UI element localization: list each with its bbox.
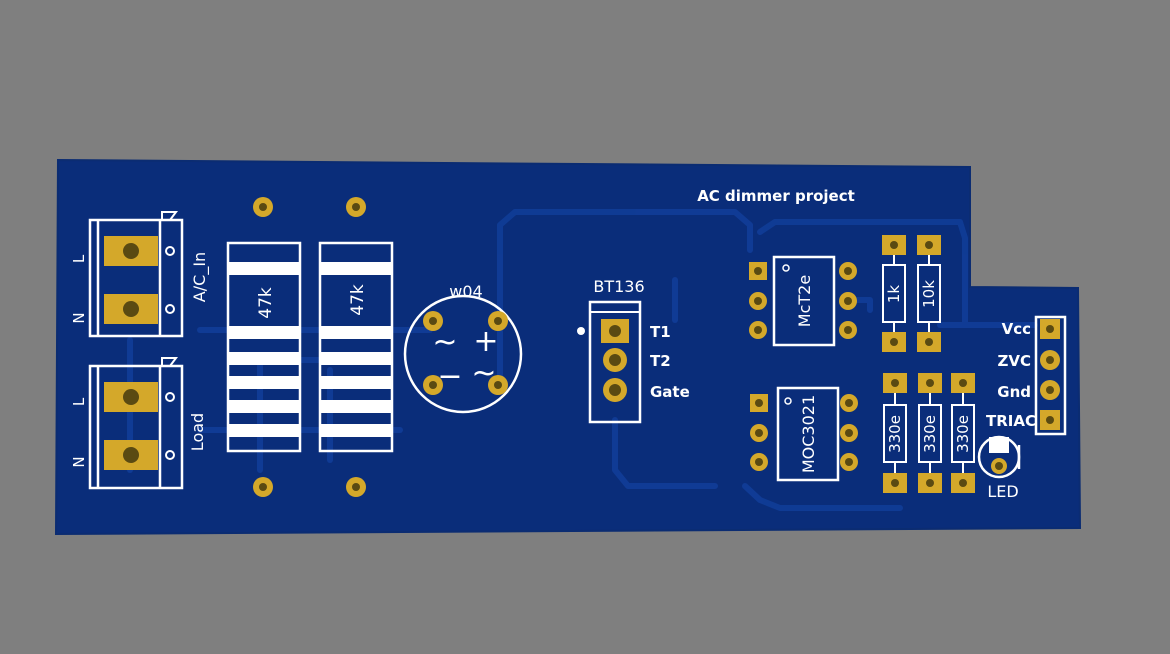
bridge-ac-symbol-1: ~ [432, 325, 457, 360]
bridge-minus-symbol: − [437, 359, 462, 394]
resistor-1k-value: 1k [885, 285, 903, 304]
power-resistor-2-value: 47k [348, 284, 368, 316]
optocoupler-mct2e-label: McT2e [795, 275, 814, 327]
triac-footprint [577, 300, 642, 424]
board-title: AC dimmer project [697, 187, 855, 205]
optocoupler-moc3021-label: MOC3021 [799, 395, 818, 473]
resistor-330e-2 [918, 373, 942, 493]
load-label: Load [188, 413, 207, 451]
resistor-330e-3 [951, 373, 975, 493]
led-label: LED [987, 482, 1018, 501]
header-pin-triac: TRIAC [986, 412, 1036, 430]
terminal-block-ac-in [88, 211, 184, 338]
power-resistor-1 [226, 197, 302, 497]
power-resistor-2 [318, 197, 394, 497]
triac-pin-t1: T1 [650, 323, 671, 341]
optocoupler-moc3021 [750, 386, 858, 482]
resistor-330e-1-value: 330e [886, 415, 904, 453]
bridge-plus-symbol: + [473, 324, 498, 359]
resistor-1k [882, 235, 906, 352]
triac-label: BT136 [593, 277, 644, 296]
resistor-330e-3-value: 330e [954, 415, 972, 453]
resistor-330e-1 [883, 373, 907, 493]
pin-header [1034, 315, 1067, 436]
power-resistor-1-value: 47k [256, 287, 276, 319]
ac-in-pin-n-label: N [70, 312, 88, 323]
bridge-ac-symbol-2: ~ [471, 356, 496, 391]
resistor-10k [917, 235, 941, 352]
load-pin-l-label: L [70, 397, 88, 406]
header-pin-gnd: Gnd [997, 383, 1031, 401]
load-pin-n-label: N [70, 456, 88, 467]
led-footprint [977, 435, 1021, 479]
terminal-block-load [88, 357, 184, 490]
header-pin-vcc: Vcc [1002, 320, 1031, 338]
bridge-rectifier [403, 294, 523, 414]
ac-in-pin-l-label: L [70, 254, 88, 263]
triac-pin-gate: Gate [650, 383, 690, 401]
optocoupler-mct2e [749, 255, 857, 347]
ac-in-label: A/C_In [190, 252, 210, 302]
bridge-label: w04 [449, 282, 482, 301]
triac-pin-t2: T2 [650, 352, 671, 370]
resistor-10k-value: 10k [920, 280, 938, 308]
header-pin-zvc: ZVC [998, 352, 1032, 370]
pcb-board [54, 158, 1082, 536]
resistor-330e-2-value: 330e [921, 415, 939, 453]
